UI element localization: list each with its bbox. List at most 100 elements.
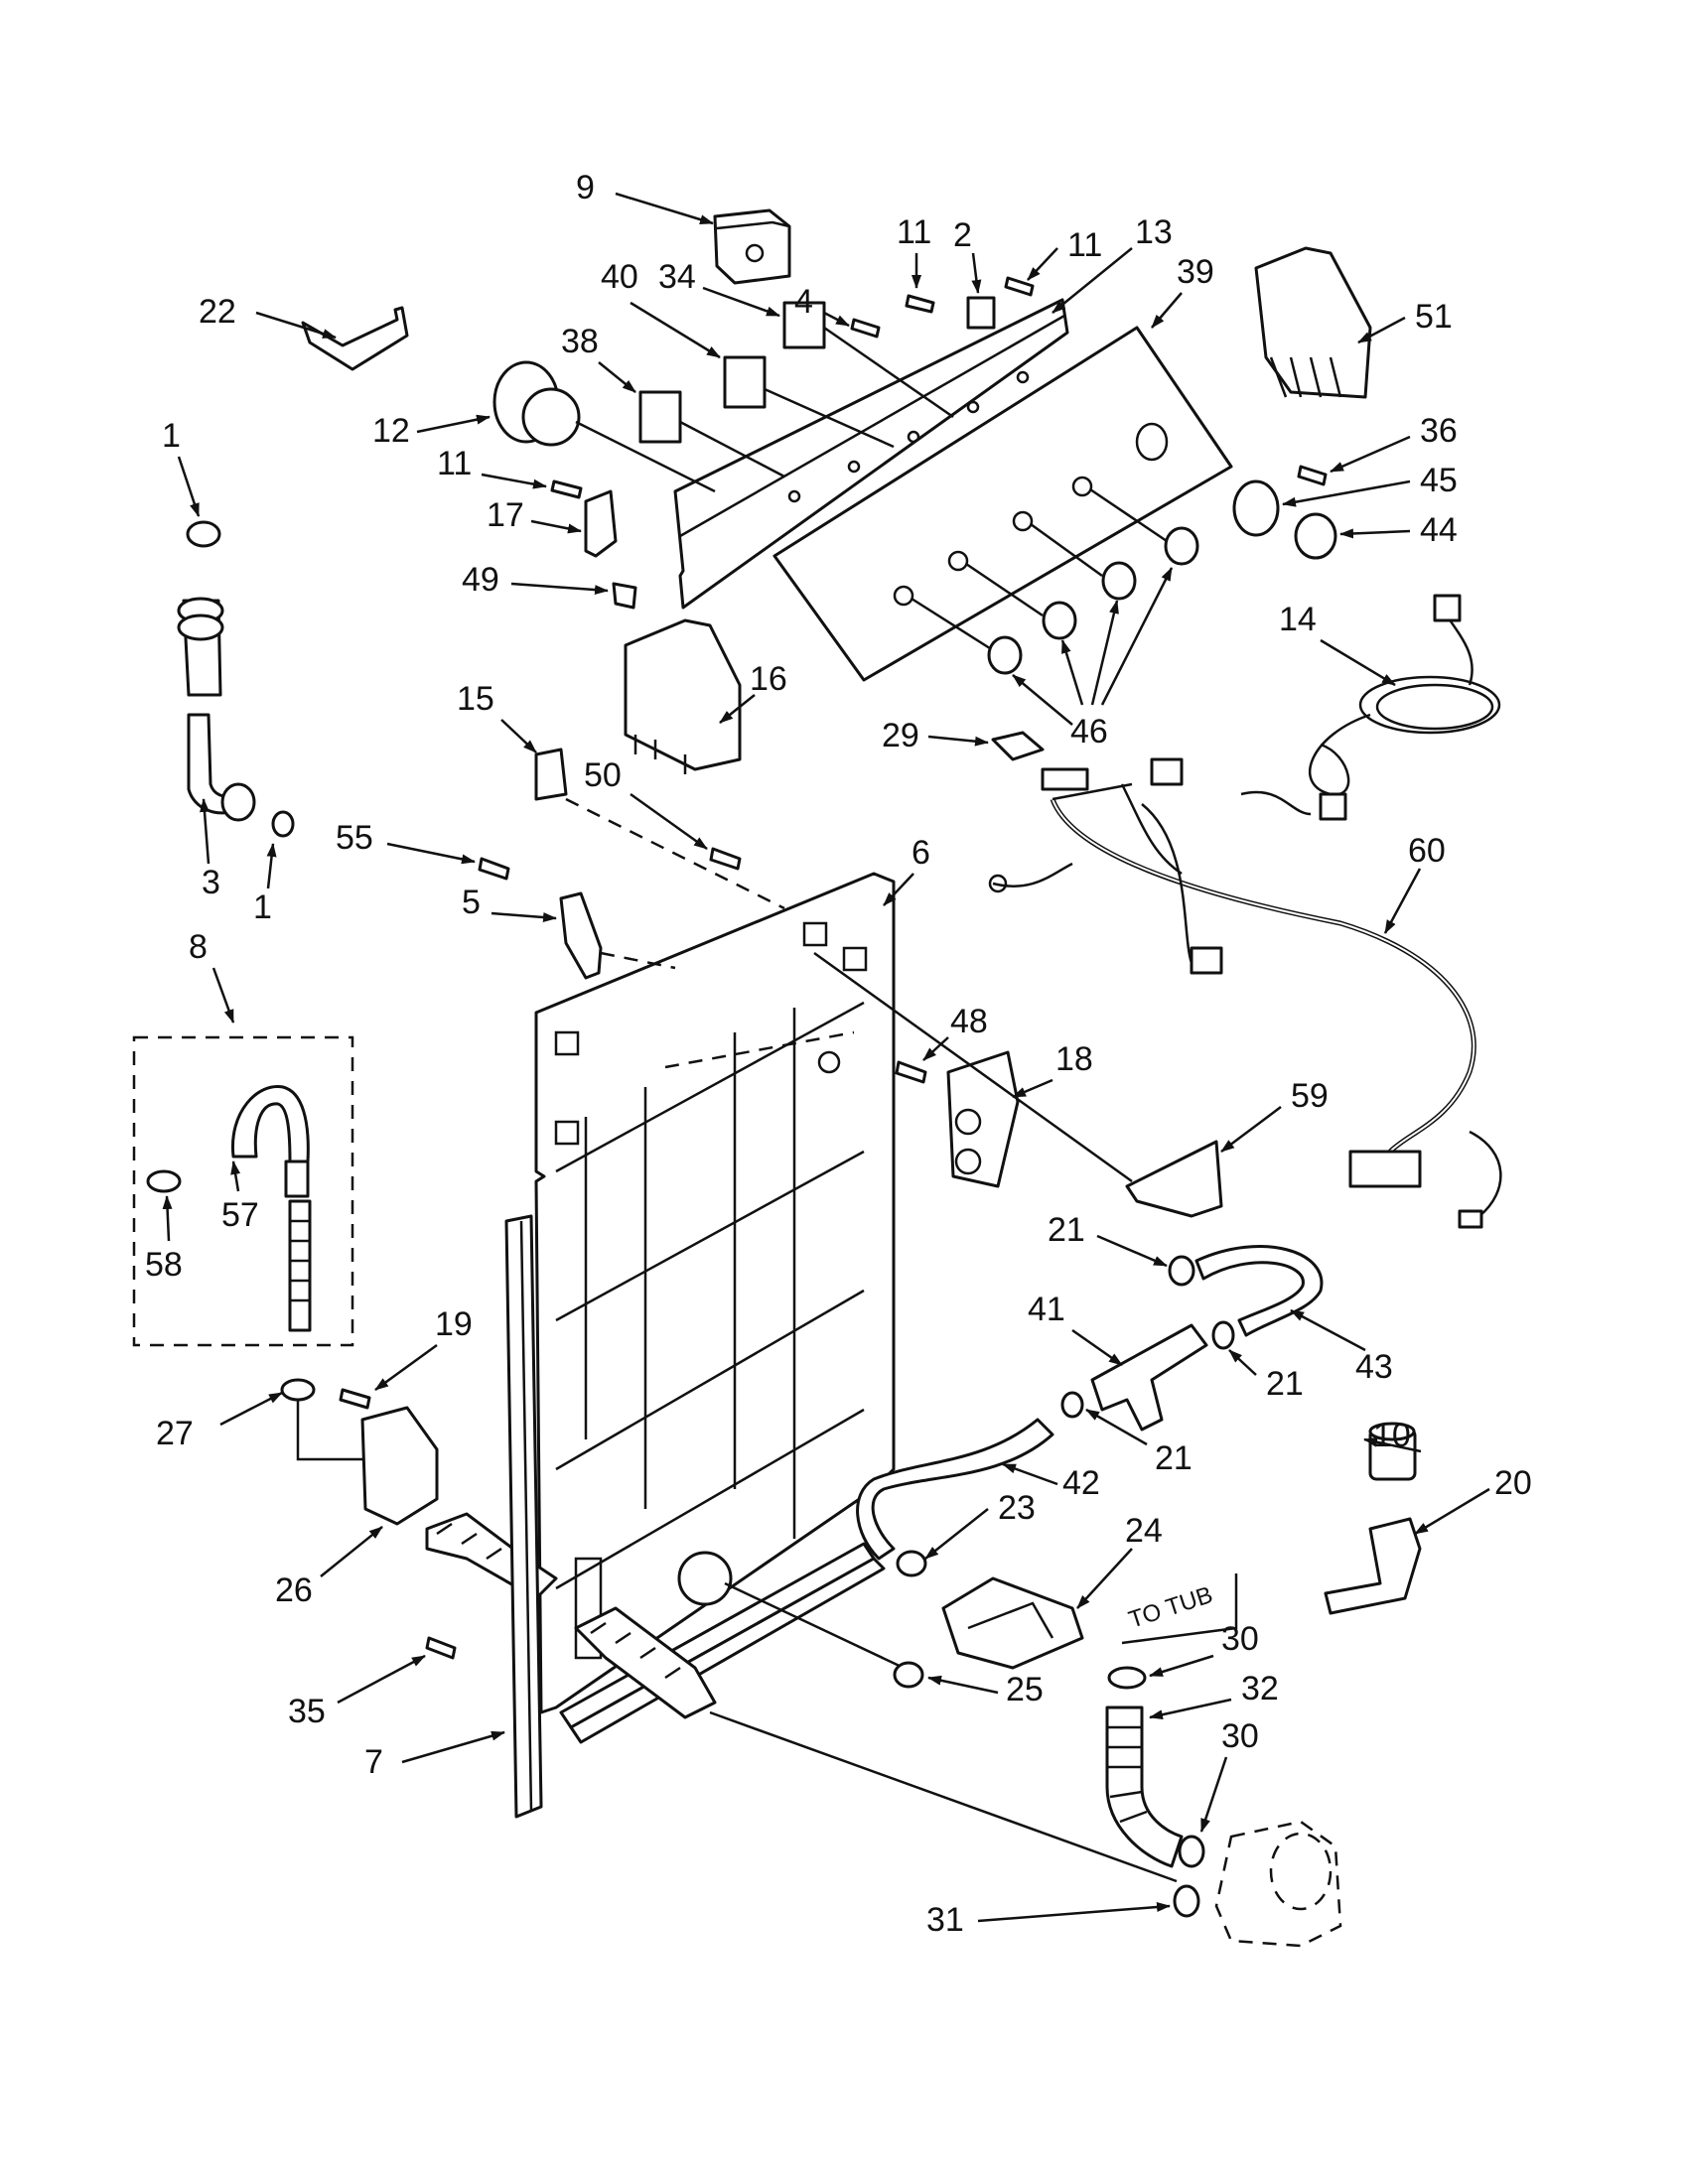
label-21a: 21 [1048, 1211, 1085, 1249]
screw-35 [425, 1636, 457, 1660]
label-19: 19 [435, 1305, 473, 1343]
end-cap-51 [1254, 246, 1372, 399]
screw-48 [895, 1060, 927, 1084]
label-35: 35 [288, 1693, 326, 1730]
hose-42 [856, 1418, 1054, 1561]
label-11c: 11 [437, 445, 472, 482]
bracket-20 [1324, 1517, 1422, 1615]
label-11b: 11 [1067, 226, 1102, 264]
label-25: 25 [1006, 1671, 1044, 1708]
label-12: 12 [372, 412, 410, 450]
bracket-22 [301, 306, 409, 371]
label-31: 31 [926, 1901, 964, 1939]
hose-43 [1194, 1245, 1324, 1337]
label-55: 55 [336, 819, 373, 857]
drain-hose-57 [230, 1084, 312, 1332]
switch-34 [782, 301, 954, 419]
label-15: 15 [457, 680, 494, 718]
rear-panel-6 [534, 872, 896, 1714]
label-17: 17 [487, 496, 524, 534]
clamp-27 [280, 1378, 316, 1402]
label-18: 18 [1055, 1040, 1093, 1078]
rail-7 [504, 1214, 543, 1819]
label-49: 49 [462, 561, 499, 599]
power-cord-14 [1309, 594, 1501, 821]
switch-38 [638, 390, 785, 478]
strap-5 [559, 891, 603, 980]
label-7: 7 [364, 1743, 383, 1781]
label-3: 3 [202, 864, 220, 901]
part-2 [966, 296, 996, 330]
label-45: 45 [1420, 462, 1458, 499]
switch-40 [723, 355, 895, 449]
kit-8-box [132, 1035, 354, 1347]
knob-45 [1135, 422, 1280, 537]
screw-11c [550, 479, 583, 499]
label-14: 14 [1279, 601, 1317, 638]
label-29: 29 [882, 717, 919, 754]
hose-3 [177, 597, 256, 822]
label-21b: 21 [1266, 1365, 1304, 1403]
label-6: 6 [912, 834, 930, 872]
label-9: 9 [576, 169, 595, 206]
label-34: 34 [658, 258, 696, 296]
label-57: 57 [221, 1196, 259, 1234]
label-26: 26 [275, 1571, 313, 1609]
control-rail-13 [673, 298, 1069, 610]
label-22: 22 [199, 293, 236, 331]
label-46: 46 [1070, 713, 1108, 751]
clamp-21a [1168, 1255, 1195, 1287]
clamp-21b [1211, 1320, 1235, 1350]
bracket-24 [941, 1576, 1084, 1670]
label-42: 42 [1062, 1464, 1100, 1502]
end-cap-16 [624, 618, 742, 774]
label-27: 27 [156, 1415, 194, 1452]
label-20: 20 [1494, 1464, 1532, 1502]
clamp-30b [1178, 1835, 1205, 1868]
label-11a: 11 [897, 213, 931, 251]
label-58: 58 [145, 1246, 183, 1284]
shield-59 [1125, 1140, 1223, 1218]
label-4: 4 [794, 283, 813, 321]
to-tub-label: TO TUB [1126, 1581, 1216, 1634]
wire-harness-60 [988, 757, 1502, 1229]
screw-19 [339, 1388, 371, 1410]
label-21c: 21 [1155, 1439, 1193, 1477]
tub-pump-outline [1214, 1820, 1342, 1948]
screw-11a [905, 294, 935, 314]
label-30b: 30 [1221, 1717, 1259, 1755]
callouts: 9 11 2 11 13 39 51 22 40 34 4 38 12 11 1… [145, 169, 1532, 1939]
clip-15 [534, 748, 568, 801]
label-30a: 30 [1221, 1620, 1259, 1658]
label-36: 36 [1420, 412, 1458, 450]
knobs-46 [893, 476, 1199, 675]
cap-25 [893, 1661, 924, 1689]
screw-36 [1297, 465, 1328, 486]
hose-32 [1105, 1706, 1184, 1868]
bracket-17 [584, 489, 618, 558]
label-32: 32 [1241, 1670, 1279, 1707]
clamp-31 [1173, 1884, 1200, 1918]
console-panel-39 [772, 326, 1233, 682]
label-59: 59 [1291, 1077, 1329, 1115]
label-39: 39 [1177, 253, 1214, 291]
label-5: 5 [462, 884, 481, 921]
nut-1 [186, 520, 221, 548]
label-51: 51 [1415, 298, 1453, 336]
label-1a: 1 [162, 417, 181, 455]
clamp-30a [1107, 1666, 1147, 1690]
clamp-23 [896, 1550, 927, 1577]
pump-hose [574, 1606, 717, 1719]
label-2: 2 [953, 216, 972, 254]
screw-11b [1004, 276, 1035, 297]
label-8: 8 [189, 928, 208, 966]
clamp-58 [146, 1169, 182, 1193]
label-38: 38 [561, 323, 599, 360]
washer-1b [271, 810, 295, 838]
label-41: 41 [1028, 1291, 1065, 1328]
knob-44 [1294, 512, 1337, 560]
label-24: 24 [1125, 1512, 1163, 1550]
fitting-41 [1090, 1323, 1208, 1432]
timer-9 [713, 208, 791, 285]
screw-4 [850, 318, 881, 339]
